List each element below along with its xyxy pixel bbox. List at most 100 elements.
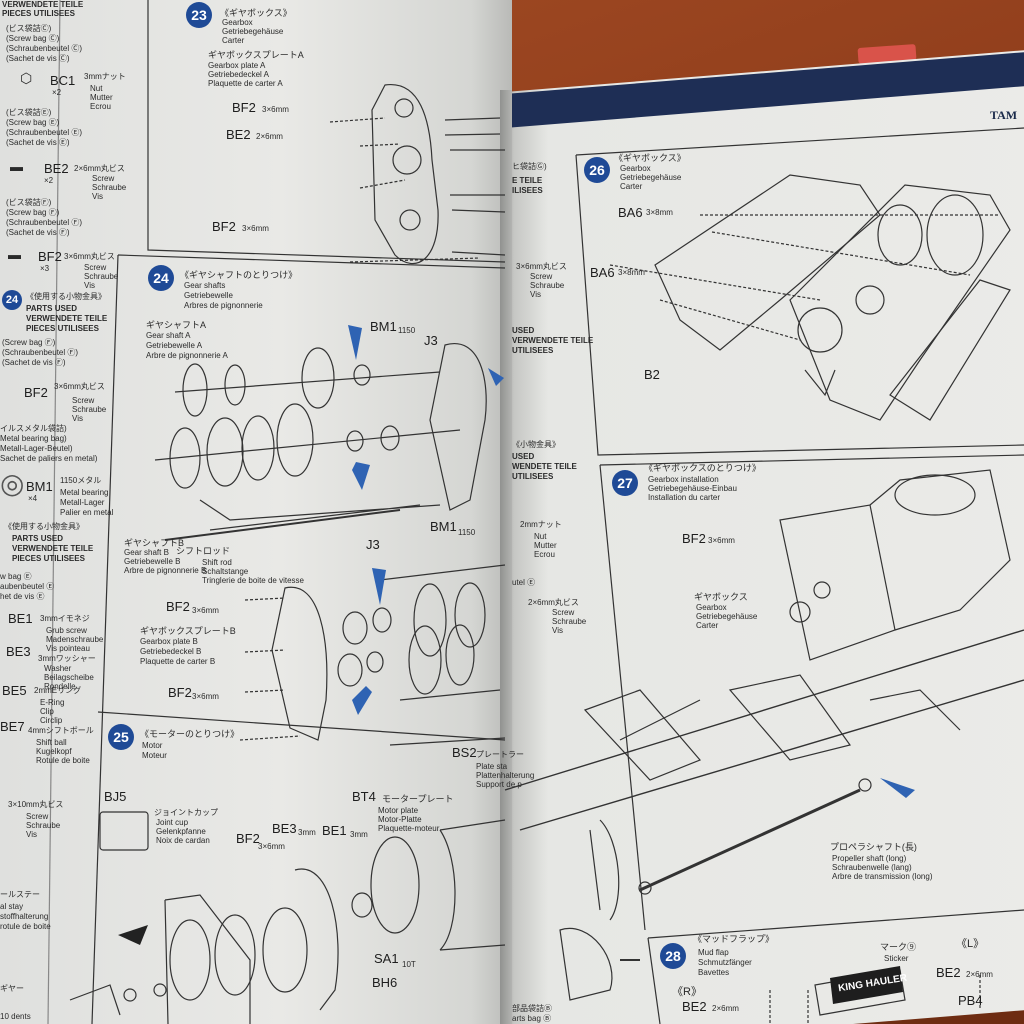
- frame-step26: [575, 127, 1024, 156]
- step27-title-en: Gearbox installation: [648, 475, 719, 484]
- part-be2-desc-fr: Vis: [92, 192, 103, 201]
- mid-frag-7: USED: [512, 326, 535, 335]
- bag-f-fr: (Sachet de vis Ⓕ): [6, 228, 70, 237]
- step27-title-fr: Installation du carter: [648, 493, 721, 502]
- part-be7-de: Kugelkopf: [36, 747, 72, 756]
- step24-shaftB-fr: Arbre de pignonnerie B: [124, 566, 207, 575]
- bag-f-en-2: (Screw bag Ⓕ): [2, 338, 56, 347]
- part-bm1-qty: ×4: [28, 494, 38, 503]
- step26-ba6-mid-size: 3×8mm: [618, 268, 645, 277]
- screw-icon: ▬: [8, 247, 21, 262]
- mid-frag-17: Ecrou: [534, 550, 555, 559]
- step27-title-jp: 《ギヤボックスのとりつけ》: [644, 463, 761, 473]
- part-bf2-desc-fr: Vis: [84, 281, 95, 290]
- bag-c-en: (Screw bag Ⓒ): [6, 34, 60, 43]
- step24-bf2-size: 3×6mm: [192, 606, 219, 615]
- part-bm1: BM1: [26, 479, 53, 494]
- step24-plateB-jp: ギヤボックスプレートB: [140, 626, 236, 636]
- step24-rod-en: Shift rod: [202, 558, 232, 567]
- step24-bm1-sub: 1150: [398, 326, 416, 335]
- step27-prop-de: Schraubenwelle (lang): [832, 863, 912, 872]
- part-bm1-de: Metall-Lager: [60, 498, 105, 507]
- part-be3-en: Washer: [44, 664, 72, 673]
- step24-bs2: BS2: [452, 745, 477, 760]
- bag-f-de-2: (Schraubenbeutel Ⓕ): [2, 348, 79, 357]
- step28-left-label: 《L》: [956, 938, 985, 950]
- part-be5-fr: Circlip: [40, 716, 63, 725]
- part-be1-fr: Vis pointeau: [46, 644, 90, 653]
- bearing-icon: ◎: [0, 468, 25, 499]
- step24-bs2-jp: プレートラー: [476, 750, 524, 759]
- step23-be2: BE2: [226, 127, 251, 142]
- step27-gearbox-de: Getriebegehäuse: [696, 612, 758, 621]
- step25-bt4: BT4: [352, 789, 376, 804]
- step27-gearbox-fr: Carter: [696, 621, 719, 630]
- step26-ba6-mid: BA6: [590, 265, 615, 280]
- mid-frag-12: WENDETE TEILE: [512, 462, 577, 471]
- step26-ba6-top: BA6: [618, 205, 643, 220]
- part-bm1-jp: 1150メタル: [60, 476, 102, 485]
- step24-shaftA-en: Gear shaft A: [146, 331, 191, 340]
- step24-rod-jp: シフトロッド: [176, 546, 231, 556]
- part-bm1-fr: Palier en metal: [60, 508, 114, 517]
- step23-plate-de: Getriebedeckel A: [208, 70, 269, 79]
- bag-f-fr-2: (Sachet de vis Ⓕ): [2, 358, 66, 367]
- mid-frag-6: Vis: [530, 290, 541, 299]
- step25-be1-size: 3mm: [350, 830, 368, 839]
- part-bc1-jp: 3mmナット: [84, 72, 126, 81]
- part-bc1-desc-en: Nut: [90, 84, 103, 93]
- step24-rod-de: Schaltstange: [202, 567, 249, 576]
- step24-rod-fr: Tringlerie de boite de vitesse: [202, 576, 304, 585]
- part-be2: BE2: [44, 161, 69, 176]
- part-bc1: BC1: [50, 73, 76, 88]
- step27-prop-en: Propeller shaft (long): [832, 854, 907, 863]
- metal-bag-en: Metal bearing bag): [0, 434, 67, 443]
- step23-bf2-top: BF2: [232, 100, 256, 115]
- mid-frag-8: VERWENDETE TEILE: [512, 336, 594, 345]
- step23-title-jp: 《ギヤボックス》: [220, 8, 292, 18]
- step24-title-fr: Arbres de pignonnerie: [184, 301, 263, 310]
- step23-plate-jp: ギヤボックスプレートA: [208, 50, 304, 60]
- blue-arrow-group: [118, 325, 915, 945]
- part-be7-en: Shift ball: [36, 738, 67, 747]
- step25-bj5-jp: ジョイントカップ: [154, 808, 218, 817]
- step24-shaftB-en: Gear shaft B: [124, 548, 169, 557]
- parts-used-jp: 《使用する小物金具》: [26, 292, 106, 301]
- step-number-28: 28: [660, 943, 686, 969]
- bag2-fr: het de vis Ⓔ: [0, 592, 45, 601]
- step23-be2-size: 2×6mm: [256, 132, 283, 141]
- mid-frag-9: UTILISEES: [512, 346, 554, 355]
- step25-be3: BE3: [272, 821, 297, 836]
- part-be1-en: Grub screw: [46, 626, 87, 635]
- bag2-en: w bag Ⓔ: [0, 572, 32, 581]
- part-be3-fr: Rondelle: [44, 682, 76, 691]
- step24-bs2-fr: Support de p: [476, 780, 522, 789]
- stay-fr: rotule de boite: [0, 922, 51, 931]
- step28-title-fr: Bavettes: [698, 968, 730, 977]
- part-be3-de: Beilagscheibe: [44, 673, 94, 682]
- mid-frag-13: UTILISEES: [512, 472, 554, 481]
- step23-bf2-bottom-size: 3×6mm: [242, 224, 269, 233]
- step23-plate-fr: Plaquette de carter A: [208, 79, 283, 88]
- step24-bs2-de: Plattenhalterung: [476, 771, 535, 780]
- metal-bag-fr: Sachet de paliers en metal): [0, 454, 98, 463]
- mid-frag-2: ILISEES: [512, 186, 543, 195]
- parts-used2-jp: 《使用する小物金具》: [4, 522, 84, 531]
- step23-title-fr: Carter: [222, 36, 245, 45]
- mid-frag-18: utel Ⓔ: [512, 578, 536, 587]
- step24-bf2: BF2: [166, 599, 190, 614]
- part-be5-en: E-Ring: [40, 698, 65, 707]
- bag-e-de: (Schraubenbeutel Ⓔ): [6, 128, 83, 137]
- step25-bt4-en: Motor plate: [378, 806, 419, 815]
- mid-frag-11: USED: [512, 452, 535, 461]
- step28-pb4: PB4: [958, 993, 983, 1008]
- screw3-de: Schraube: [26, 821, 61, 830]
- part-be5: BE5: [2, 683, 27, 698]
- part-bc1-desc-fr: Ecrou: [90, 102, 111, 111]
- step27-bf2-size: 3×6mm: [708, 536, 735, 545]
- part-be2-jp: 2×6mm丸ビス: [74, 164, 125, 173]
- part-bf2-jp: 3×6mm丸ビス: [64, 252, 115, 261]
- parts-used-fr: PIECES UTILISEES: [26, 324, 99, 333]
- mid-frag-14: 2mmナット: [520, 520, 562, 529]
- metal-bag-jp: イルスメタル袋詰): [0, 424, 67, 433]
